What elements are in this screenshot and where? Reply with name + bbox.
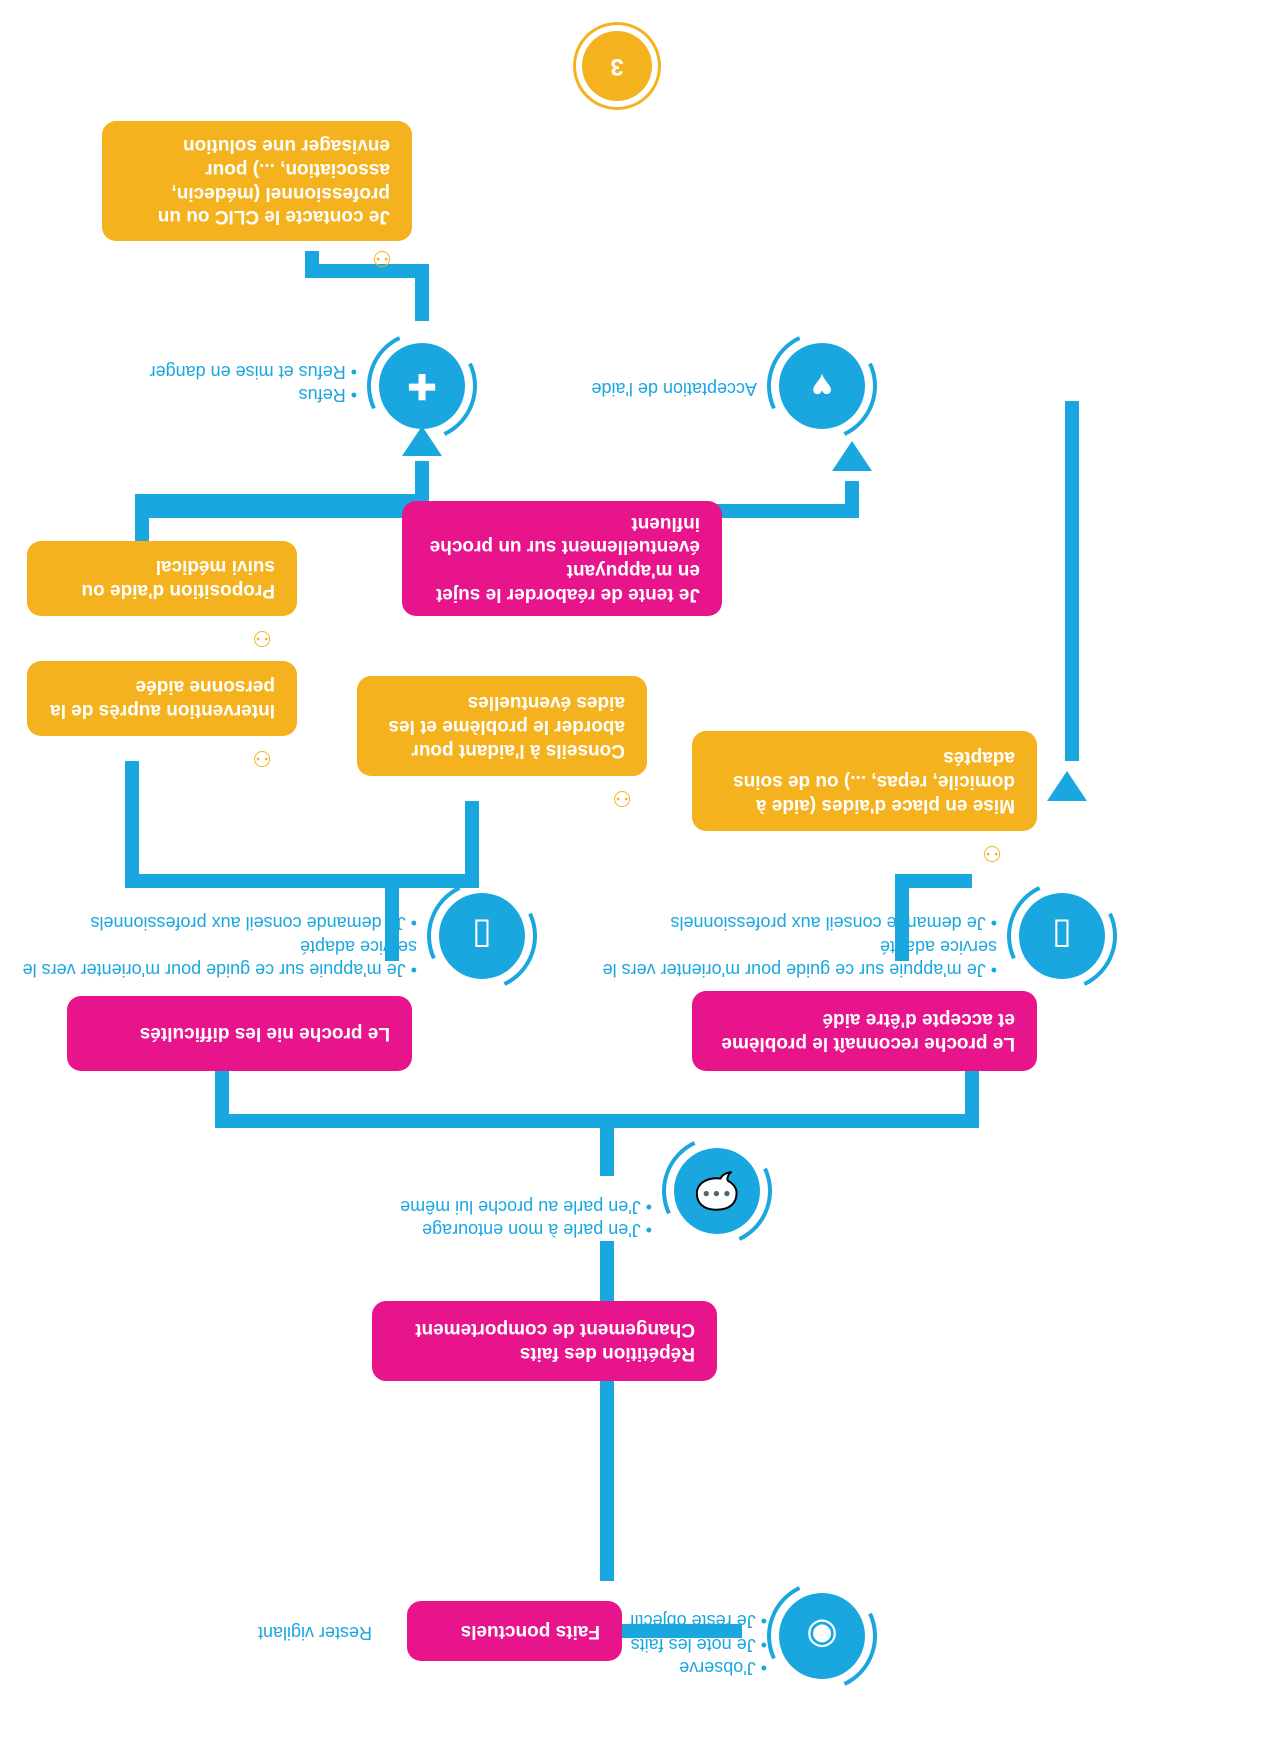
right-guide-bullet: Je demande conseil aux professionnels (17, 911, 417, 934)
page-number-badge: 3 (582, 31, 652, 101)
guide-book-icon: ▯ (439, 893, 525, 979)
people-icon: ⚇ (252, 746, 272, 771)
retente-box: Je tente de réaborder le sujet en m'appu… (402, 501, 722, 616)
conseils-box: Conseils à l'aidant pour aborder le prob… (357, 676, 647, 776)
proposition-box: Proposition d'aide ou suivi médical (27, 541, 297, 616)
speech-bubbles-icon: 💬 (674, 1148, 760, 1234)
people-icon: ⚇ (982, 841, 1002, 866)
right-guide-node: ▯ (411, 865, 553, 1007)
talk-bullets: J'en parle à mon entourage J'en parle au… (400, 1194, 652, 1241)
talk-bullet: J'en parle au proche lui même (400, 1194, 652, 1217)
left-guide-bullets: Je m'appuie sur ce guide pour m'orienter… (597, 911, 997, 981)
right-condition-box: Le proche nie les difficultés (67, 996, 412, 1071)
acceptance-node: ♥ (751, 315, 893, 457)
talk-bullet: J'en parle à mon entourage (400, 1218, 652, 1241)
rester-vigilant-label: Rester vigilant (257, 1623, 372, 1643)
left-guide-bullet: Je demande conseil aux professionnels (597, 911, 997, 934)
line-right-guide-to-intervention (125, 761, 392, 888)
guide-book-icon: ▯ (1019, 893, 1105, 979)
line-talk-left (607, 1071, 979, 1128)
left-guide-node: ▯ (991, 865, 1133, 1007)
arrow-refus (402, 426, 442, 456)
line-prop-to-refus (135, 461, 429, 511)
people-icon: ⚇ (252, 626, 272, 651)
start-bullet: J'observe (630, 1656, 767, 1679)
faits-ponctuels-box: Faits ponctuels (407, 1601, 622, 1661)
refus-bullet: Refus et mise en danger (150, 359, 357, 382)
arrow-accept (832, 441, 872, 471)
start-bullet: Je note les faits (630, 1632, 767, 1655)
left-guide-bullet: Je m'appuie sur ce guide pour m'orienter… (597, 934, 997, 981)
acceptance-label: Acceptation de l'aide (591, 379, 757, 399)
caring-hands-icon: ♥ (779, 343, 865, 429)
medical-case-icon: ✚ (379, 343, 465, 429)
left-action-box: Mise en place d'aides (aide à domicile, … (692, 731, 1037, 831)
eye-icon: ◉ (779, 1593, 865, 1679)
start-bullets: J'observe Je note les faits Je reste obj… (630, 1609, 767, 1679)
arrow-action (1047, 771, 1087, 801)
contact-box: Je contacte le CLIC ou un professionnel … (102, 121, 412, 241)
start-eye-node: ◉ (751, 1565, 893, 1707)
people-icon: ⚇ (372, 246, 392, 271)
repetition-box: Répétition des faits Changement de compo… (372, 1301, 717, 1381)
start-bullet: Je reste objectif (630, 1609, 767, 1632)
intervention-box: Intervention auprès de la personne aidée (27, 661, 297, 736)
line-talk-to-branches (215, 1071, 614, 1176)
talk-node: 💬 (646, 1120, 788, 1262)
right-guide-bullet: Je m'appuie sur ce guide pour m'orienter… (17, 934, 417, 981)
line-refus-to-contact (305, 251, 429, 321)
refus-bullets: Refus Refus et mise en danger (150, 359, 357, 406)
right-guide-bullets: Je m'appuie sur ce guide pour m'orienter… (17, 911, 417, 981)
refus-node: ✚ (351, 315, 493, 457)
refus-bullet: Refus (150, 383, 357, 406)
people-icon: ⚇ (612, 786, 632, 811)
left-condition-box: Le proche reconnaît le problème et accep… (692, 991, 1037, 1071)
